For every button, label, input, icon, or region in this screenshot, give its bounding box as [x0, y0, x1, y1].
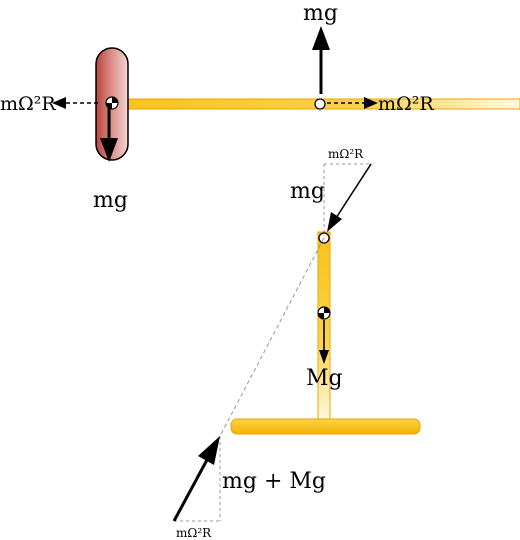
- resultant-line-of-action: [219, 237, 325, 437]
- axle-weight-label: Mg: [306, 366, 343, 391]
- axle-center-of-mass-icon: [317, 306, 331, 320]
- top-force-triangle: [323, 163, 371, 232]
- mid-gravity-label: mg: [290, 179, 325, 204]
- left-gravity-label: mg: [93, 188, 128, 213]
- pivot-gravity-arrowhead: [312, 26, 330, 50]
- bottom-resultant-arrowhead: [198, 436, 220, 465]
- roller-gravity-arrowhead: [100, 138, 118, 162]
- right-centrifugal-arrowhead: [364, 97, 378, 109]
- left-centrifugal-label: mΩ²R: [0, 93, 56, 115]
- pivot-circle-icon: [314, 98, 326, 110]
- top-resultant-arrow: [335, 163, 372, 219]
- platform-disk: [230, 418, 421, 435]
- top-gravity-label: mg: [303, 1, 338, 26]
- bottom-force-triangle: [174, 436, 221, 522]
- top-resultant-arrowhead: [327, 212, 342, 232]
- bottom-resultant-arrow: [172, 457, 210, 522]
- right-centrifugal-label: mΩ²R: [378, 93, 434, 115]
- left-centrifugal-arrowhead: [52, 97, 66, 109]
- axle-weight-arrowhead: [319, 350, 329, 364]
- combined-weight-label: mg + Mg: [222, 469, 326, 494]
- bottom-triangle-centrifugal-label: mΩ²R: [176, 526, 212, 540]
- top-triangle-centrifugal-label: mΩ²R: [328, 147, 364, 161]
- center-of-mass-icon: [105, 96, 119, 110]
